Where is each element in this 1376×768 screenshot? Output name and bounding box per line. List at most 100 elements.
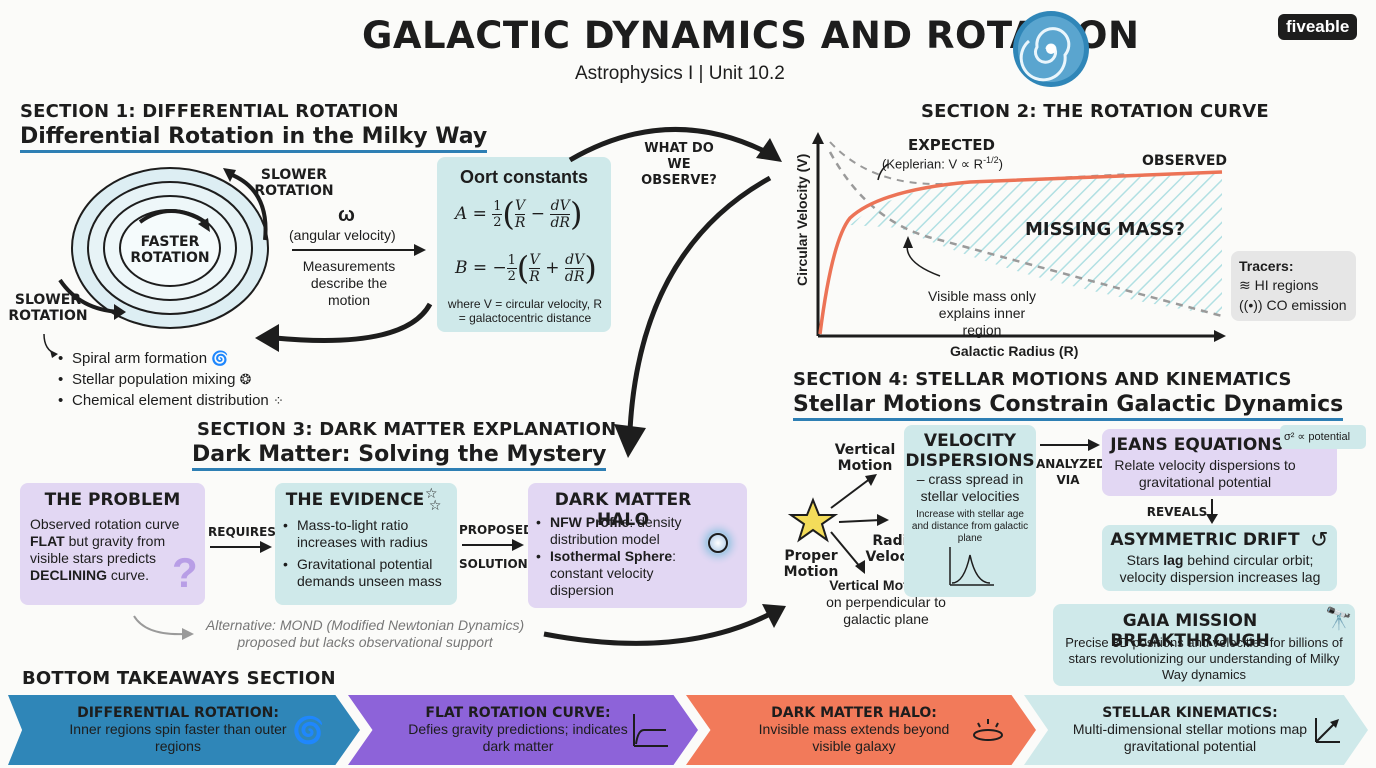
tracers-title: Tracers: [1239, 258, 1294, 274]
takeaway2-text: Defies gravity predictions; indicates da… [408, 721, 628, 754]
drift-title: ASYMMETRIC DRIFT [1110, 530, 1300, 550]
observe-arrow [568, 126, 782, 163]
bullet-population-mixing: Stellar population mixing ❂ [58, 369, 284, 390]
evidence-list: Mass-to-light ratio increases with radiu… [283, 517, 453, 590]
spiral-galaxy-icon [1013, 11, 1089, 87]
section4-subheading: Stellar Motions Constrain Galactic Dynam… [793, 392, 1344, 421]
evidence-item-2: Gravitational potential demands unseen m… [283, 556, 453, 590]
tracer-co: ((•)) CO emission [1239, 297, 1347, 313]
expected-curve [828, 151, 1223, 318]
requires-arrow [210, 541, 272, 553]
star-motion-diagram [787, 474, 889, 574]
takeaway2-title: FLAT ROTATION CURVE: [425, 705, 611, 721]
gaia-title: GAIA MISSION BREAKTHROUGH [1110, 611, 1270, 651]
evidence-box: THE EVIDENCE ☆ ☆ Mass-to-light ratio inc… [275, 483, 457, 605]
halo-list: NFW Profile: density distribution model … [536, 514, 704, 599]
proper-motion-label: Proper Motion [783, 548, 839, 580]
tracer-hi: ≋ HI regions [1239, 277, 1319, 293]
page-title: GALACTIC DYNAMICS AND ROTATION [362, 14, 1140, 57]
velocity-dispersions-box: VELOCITY DISPERSIONS – crass spread in s… [904, 425, 1036, 597]
proposed-arrow [462, 539, 524, 551]
analyzed-arrow [1040, 439, 1100, 451]
bullet-spiral-arm: Spiral arm formation 🌀 [58, 348, 284, 369]
xlabel: Galactic Radius (R) [950, 343, 1079, 359]
omega-arrow [292, 244, 426, 256]
solution-label: SOLUTION [459, 557, 528, 571]
oort-title: Oort constants [459, 167, 588, 187]
takeaway1-text: Inner regions spin faster than outer reg… [69, 721, 287, 754]
takeaway4-title: STELLAR KINEMATICS: [1102, 705, 1278, 721]
axes-icon [1315, 718, 1340, 743]
evidence-title: THE EVIDENCE [285, 490, 425, 510]
drift-icon: ↺ [1310, 527, 1329, 552]
halo-item-nfw: NFW Profile: density distribution model [536, 514, 704, 548]
vertical-motion-note: Vertical Motion is on perpendicular to g… [826, 577, 946, 627]
tracers-box: Tracers: ≋ HI regions ((•)) CO emission [1231, 251, 1356, 321]
problem-title: THE PROBLEM [44, 490, 181, 510]
gaia-text: Precise 3D positions and velocities for … [1065, 635, 1343, 682]
takeaway4-text: Multi-dimensional stellar motions map gr… [1072, 721, 1308, 754]
mond-arrow [133, 615, 194, 640]
mond-note: Alternative: MOND (Modified Newtonian Dy… [205, 617, 525, 650]
big-curve-arrow [614, 175, 772, 458]
drift-text: Stars lag behind circular orbit; velocit… [1119, 552, 1321, 585]
stars-icon: ☆ ☆ [425, 485, 442, 513]
jeans-tag: σ² ∝ potential [1280, 425, 1366, 449]
oort-note: where V = circular velocity, R = galacto… [447, 297, 603, 325]
section3-subheading: Dark Matter: Solving the Mystery [192, 442, 607, 471]
jeans-title: JEANS EQUATIONS [1110, 435, 1284, 455]
bell-curve-icon [949, 547, 994, 586]
spiral-galaxy-icon: 🌀 [292, 714, 325, 745]
antenna-icon: ((•)) [1239, 297, 1263, 313]
omega-symbol: ω [338, 204, 355, 226]
faster-rotation-label: FASTER ROTATION [130, 234, 210, 266]
slower-rotation-left-label: SLOWER ROTATION [8, 292, 88, 324]
reveals-arrow [1206, 499, 1218, 524]
dispersions-text: – crass spread in stellar velocities [916, 471, 1024, 504]
bullet-connector [43, 333, 58, 358]
observed-curve [818, 170, 1223, 335]
takeaway3-title: DARK MATTER HALO: [771, 705, 937, 721]
section1-subheading: Differential Rotation in the Milky Way [20, 124, 488, 153]
section4-heading: SECTION 4: STELLAR MOTIONS AND KINEMATIC… [793, 369, 1292, 390]
mixing-icon: ❂ [239, 371, 252, 387]
takeaway-flat-curve: FLAT ROTATION CURVE: Defies gravity pred… [348, 695, 698, 765]
measurements-text: Measurements describe the motion [302, 258, 396, 308]
galaxy-rings-diagram [58, 167, 269, 329]
halo-icon [973, 719, 1003, 741]
question-mark-icon: ? [172, 549, 198, 596]
section1-heading: SECTION 1: DIFFERENTIAL ROTATION [20, 101, 399, 122]
problem-text: Observed rotation curve FLAT but gravity… [30, 516, 180, 583]
brand-name: fiveable [1286, 17, 1350, 36]
jeans-text: Relate velocity dispersions to gravitati… [1114, 457, 1296, 490]
telescope-icon: 🔭 [1325, 606, 1353, 631]
ylabel: Circular Velocity (V) [794, 153, 810, 286]
takeaway-dark-halo: DARK MATTER HALO: Invisible mass extends… [686, 695, 1036, 765]
star-icon [787, 497, 839, 543]
vertical-motion-label: Vertical Motion [834, 442, 896, 474]
jeans-tag-text: σ² ∝ potential [1284, 431, 1351, 443]
asymmetric-drift-box: ASYMMETRIC DRIFT ↺ Stars lag behind circ… [1102, 525, 1337, 591]
visible-mass-note: Visible mass only explains inner region [928, 288, 1036, 338]
omega-label: (angular velocity) [289, 227, 396, 243]
brand-logo: fiveable [1278, 14, 1358, 40]
expected-label: EXPECTED [908, 136, 995, 154]
page-subtitle: Astrophysics I | Unit 10.2 [575, 63, 785, 84]
spiral-icon: 🌀 [211, 350, 229, 366]
observe-label: WHAT DO WE OBSERVE? [641, 141, 717, 188]
dispersions-title: VELOCITY DISPERSIONS [905, 431, 1035, 471]
bullet-chemical-distribution: Chemical element distribution ⁘ [58, 390, 284, 411]
requires-label: REQUIRES [208, 525, 276, 539]
missing-mass-region [850, 172, 1222, 316]
dispersions-note: Increase with stellar age and distance f… [911, 509, 1029, 544]
observed-label: OBSERVED [1142, 153, 1228, 169]
section1-bullet-list: Spiral arm formation 🌀 Stellar populatio… [58, 348, 284, 411]
proposed-label: PROPOSED [459, 523, 534, 537]
slower-rotation-top-label: SLOWER ROTATION [254, 167, 334, 199]
expected-sublabel: (Keplerian: V ∝ R-1/2) [882, 155, 1003, 172]
takeaway3-text: Invisible mass extends beyond visible ga… [758, 721, 950, 754]
flat-curve-icon [633, 714, 668, 747]
